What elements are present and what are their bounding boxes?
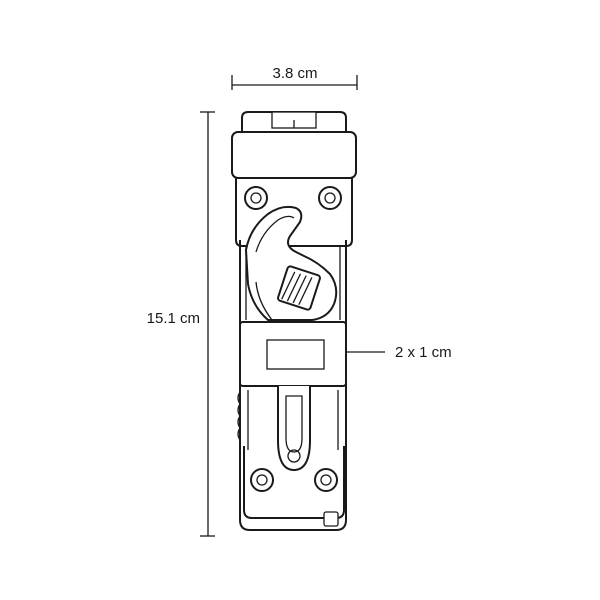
screw-bottom-left: [250, 468, 274, 492]
width-dimension: 3.8 cm: [231, 65, 358, 90]
imprint-label: 2 x 1 cm: [395, 344, 452, 361]
height-label: 15.1 cm: [147, 310, 200, 327]
wrench-adjuster: [277, 265, 321, 311]
screw-bottom-right: [314, 468, 338, 492]
imprint-band: [239, 321, 347, 387]
width-label: 3.8 cm: [272, 65, 317, 82]
top-cap: [231, 131, 357, 179]
lower-frame: [243, 446, 345, 519]
grip-ridges: [237, 391, 241, 441]
multitool-body: [231, 111, 357, 531]
screw-top-right: [318, 186, 342, 210]
height-dimension: 15.1 cm: [147, 111, 215, 537]
wrench-head: [244, 205, 338, 321]
imprint-area: [266, 339, 325, 370]
screw-top-left: [244, 186, 268, 210]
wrench-handle: [277, 386, 311, 472]
bottom-tab: [323, 511, 339, 527]
side-rails: [239, 240, 347, 531]
lower-section: [237, 386, 345, 527]
